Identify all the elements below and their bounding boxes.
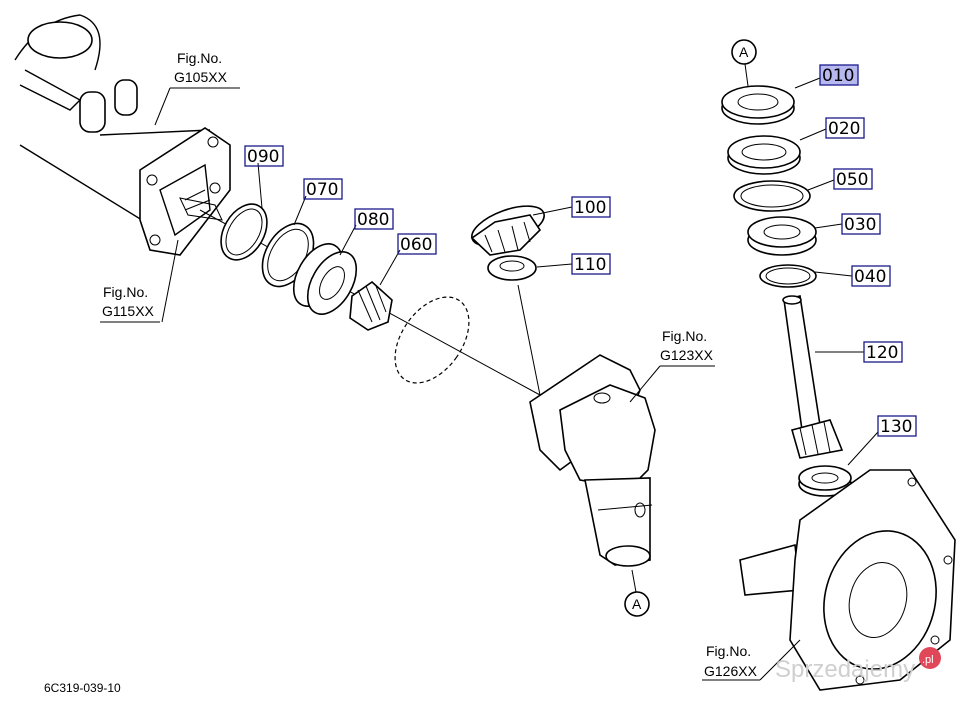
part-label-130[interactable]: 130 xyxy=(877,415,917,437)
part-label-020[interactable]: 020 xyxy=(825,117,865,139)
svg-text:020: 020 xyxy=(828,119,860,139)
part-label-080[interactable]: 080 xyxy=(354,208,394,230)
svg-text:Sprzedajemy: Sprzedajemy xyxy=(775,656,915,683)
fig-ref-g123xx[interactable]: Fig.No. G123XX xyxy=(660,328,714,363)
part-100-bevel-gear xyxy=(470,205,545,256)
svg-text:130: 130 xyxy=(880,417,912,437)
svg-text:090: 090 xyxy=(247,147,279,167)
marker-a-top: A xyxy=(731,39,757,65)
part-label-010[interactable]: 010 xyxy=(819,64,859,86)
part-label-050[interactable]: 050 xyxy=(833,168,873,190)
svg-text:120: 120 xyxy=(866,343,898,363)
svg-text:100: 100 xyxy=(574,198,606,218)
svg-text:G105XX: G105XX xyxy=(174,69,228,85)
part-label-090[interactable]: 090 xyxy=(244,145,284,167)
watermark: Sprzedajemy .pl xyxy=(775,647,941,683)
part-130-bearing xyxy=(798,465,852,497)
axle-tube-housing xyxy=(14,14,231,256)
svg-text:030: 030 xyxy=(844,215,876,235)
part-040-ring xyxy=(759,264,817,288)
svg-text:050: 050 xyxy=(836,170,868,190)
svg-text:Fig.No.: Fig.No. xyxy=(103,284,148,300)
svg-text:G123XX: G123XX xyxy=(660,347,714,363)
part-080-bearing xyxy=(292,243,358,315)
part-labels: 010 020 050 030 040 120 130 090 xyxy=(244,64,917,437)
part-050-snap-ring xyxy=(733,180,811,212)
part-label-100[interactable]: 100 xyxy=(571,196,611,218)
part-label-030[interactable]: 030 xyxy=(841,213,881,235)
svg-text:070: 070 xyxy=(306,180,338,200)
part-030-bearing xyxy=(747,216,817,256)
svg-text:A: A xyxy=(739,44,749,60)
o-ring xyxy=(394,296,470,384)
part-010-oil-seal xyxy=(721,85,795,125)
final-drive-case xyxy=(739,469,956,691)
part-label-120[interactable]: 120 xyxy=(863,341,903,363)
svg-text:Fig.No.: Fig.No. xyxy=(177,50,222,66)
svg-text:040: 040 xyxy=(854,267,886,287)
svg-text:110: 110 xyxy=(574,255,606,275)
svg-text:010: 010 xyxy=(822,66,854,86)
fig-ref-g105xx[interactable]: Fig.No. G105XX xyxy=(174,50,228,85)
part-label-060[interactable]: 060 xyxy=(397,233,437,255)
shaft-axis-center xyxy=(517,284,541,396)
part-label-070[interactable]: 070 xyxy=(303,178,343,200)
fig-ref-g115xx[interactable]: Fig.No. G115XX xyxy=(102,284,155,319)
svg-text:.pl: .pl xyxy=(922,654,934,666)
part-110-bearing xyxy=(487,255,537,281)
marker-a-bottom: A xyxy=(624,591,650,617)
svg-text:080: 080 xyxy=(357,210,389,230)
watermark-badge-icon xyxy=(919,647,941,669)
part-060-bevel-gear xyxy=(349,280,393,331)
fig-ref-g126xx[interactable]: Fig.No. G126XX xyxy=(704,643,758,679)
part-090-snap-ring xyxy=(220,203,268,261)
leader-lines xyxy=(100,63,879,681)
svg-text:Fig.No.: Fig.No. xyxy=(706,643,751,659)
part-label-110[interactable]: 110 xyxy=(571,253,611,275)
svg-text:G126XX: G126XX xyxy=(704,663,758,679)
svg-text:Fig.No.: Fig.No. xyxy=(662,328,707,344)
svg-text:A: A xyxy=(632,596,642,612)
part-120-shaft xyxy=(782,295,844,459)
part-label-040[interactable]: 040 xyxy=(851,265,891,287)
gear-case xyxy=(529,354,656,567)
part-020-seal xyxy=(727,135,801,175)
svg-text:060: 060 xyxy=(400,235,432,255)
drawing-code: 6C319-039-10 xyxy=(44,681,121,695)
svg-text:G115XX: G115XX xyxy=(102,303,155,319)
